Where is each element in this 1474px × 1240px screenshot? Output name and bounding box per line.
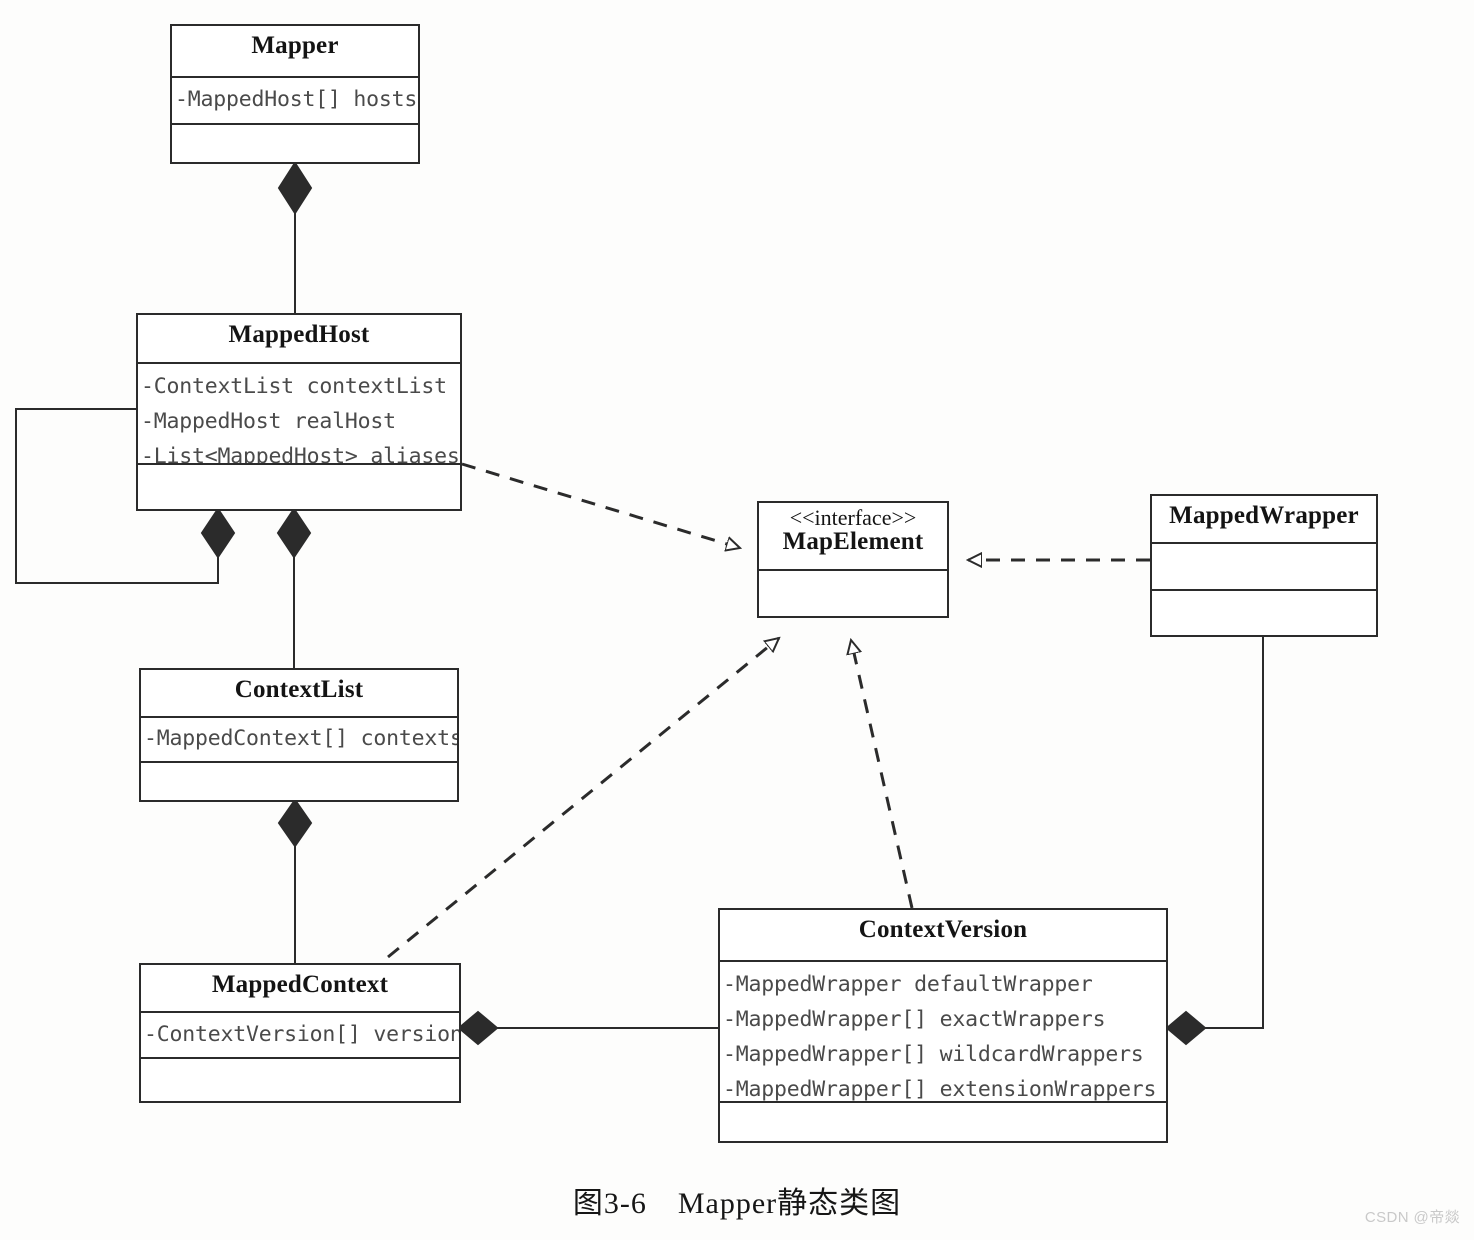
class-name-mapelement: MapElement xyxy=(782,528,924,555)
composition-diamond-mappedhost-contextlist xyxy=(276,507,312,559)
composition-diamond-mappedcontext xyxy=(457,1010,499,1046)
class-box-mappedhost[interactable]: MappedHost -ContextList contextList -Map… xyxy=(136,313,462,511)
attribute-row: -ContextList contextList xyxy=(141,374,447,399)
class-title-mapper: Mapper xyxy=(172,26,418,78)
composition-diamond-mapper xyxy=(277,161,313,215)
class-operations-mappedwrapper xyxy=(1152,591,1376,635)
class-operations-mapelement xyxy=(759,571,947,616)
composition-diamond-contextlist xyxy=(277,798,313,848)
class-operations-contextlist xyxy=(141,763,457,800)
class-title-contextversion: ContextVersion xyxy=(720,910,1166,962)
attribute-row: -MappedContext[] contexts xyxy=(144,726,457,751)
connector-mappedcontext-contextversion xyxy=(457,1010,718,1046)
connector-mappedhost-self xyxy=(15,408,236,584)
connector-mappedhost-contextlist xyxy=(276,507,312,670)
attribute-row: -MappedHost realHost xyxy=(141,409,396,434)
attribute-row: -ContextVersion[] versions xyxy=(144,1022,459,1047)
class-attributes-mappedhost: -ContextList contextList -MappedHost rea… xyxy=(138,364,460,465)
class-box-contextversion[interactable]: ContextVersion -MappedWrapper defaultWra… xyxy=(718,908,1168,1143)
class-box-mappedcontext[interactable]: MappedContext -ContextVersion[] versions xyxy=(139,963,461,1103)
class-stereotype-mapelement: <<interface>> xyxy=(789,505,917,530)
class-title-mappedwrapper: MappedWrapper xyxy=(1152,496,1376,544)
connector-mappedcontext-mapelement xyxy=(387,638,779,959)
attribute-row: -MappedWrapper[] exactWrappers xyxy=(723,1007,1106,1032)
attribute-row: -MappedWrapper[] extensionWrappers xyxy=(723,1077,1157,1102)
class-attributes-contextversion: -MappedWrapper defaultWrapper -MappedWra… xyxy=(720,962,1166,1103)
class-operations-mappedhost xyxy=(138,465,460,509)
class-box-mapper[interactable]: Mapper -MappedHost[] hosts xyxy=(170,24,420,164)
connector-mappedwrapper-contextversion xyxy=(1165,637,1264,1046)
attribute-row: -MappedWrapper[] wildcardWrappers xyxy=(723,1042,1144,1067)
connector-mappedhost-mapelement xyxy=(461,462,740,548)
attribute-row: -List<MappedHost> aliases xyxy=(141,444,460,465)
class-box-mappedwrapper[interactable]: MappedWrapper xyxy=(1150,494,1378,637)
connector-contextlist-mappedcontext xyxy=(277,798,313,963)
class-operations-mappedcontext xyxy=(141,1059,459,1101)
class-attributes-mappedwrapper xyxy=(1152,544,1376,591)
class-title-mappedhost: MappedHost xyxy=(138,315,460,364)
class-attributes-mapper: -MappedHost[] hosts xyxy=(172,78,418,125)
composition-diamond-mappedhost-self xyxy=(200,507,236,559)
attribute-row: -MappedHost[] hosts xyxy=(175,87,418,112)
class-box-contextlist[interactable]: ContextList -MappedContext[] contexts xyxy=(139,668,459,802)
connector-mapper-mappedhost xyxy=(277,161,313,313)
csdn-watermark: CSDN @帝燚 xyxy=(1364,1209,1460,1226)
class-attributes-contextlist: -MappedContext[] contexts xyxy=(141,718,457,763)
class-operations-contextversion xyxy=(720,1103,1166,1141)
attribute-row: -MappedWrapper defaultWrapper xyxy=(723,972,1093,997)
figure-caption: 图3-6 Mapper静态类图 xyxy=(572,1187,902,1220)
class-title-contextlist: ContextList xyxy=(141,670,457,718)
class-title-mapelement: <<interface>> MapElement xyxy=(759,503,947,571)
class-operations-mapper xyxy=(172,125,418,162)
class-box-mapelement[interactable]: <<interface>> MapElement xyxy=(757,501,949,618)
composition-diamond-contextversion xyxy=(1165,1010,1207,1046)
class-attributes-mappedcontext: -ContextVersion[] versions xyxy=(141,1013,459,1059)
connector-contextversion-mapelement xyxy=(851,640,914,909)
class-title-mappedcontext: MappedContext xyxy=(141,965,459,1013)
